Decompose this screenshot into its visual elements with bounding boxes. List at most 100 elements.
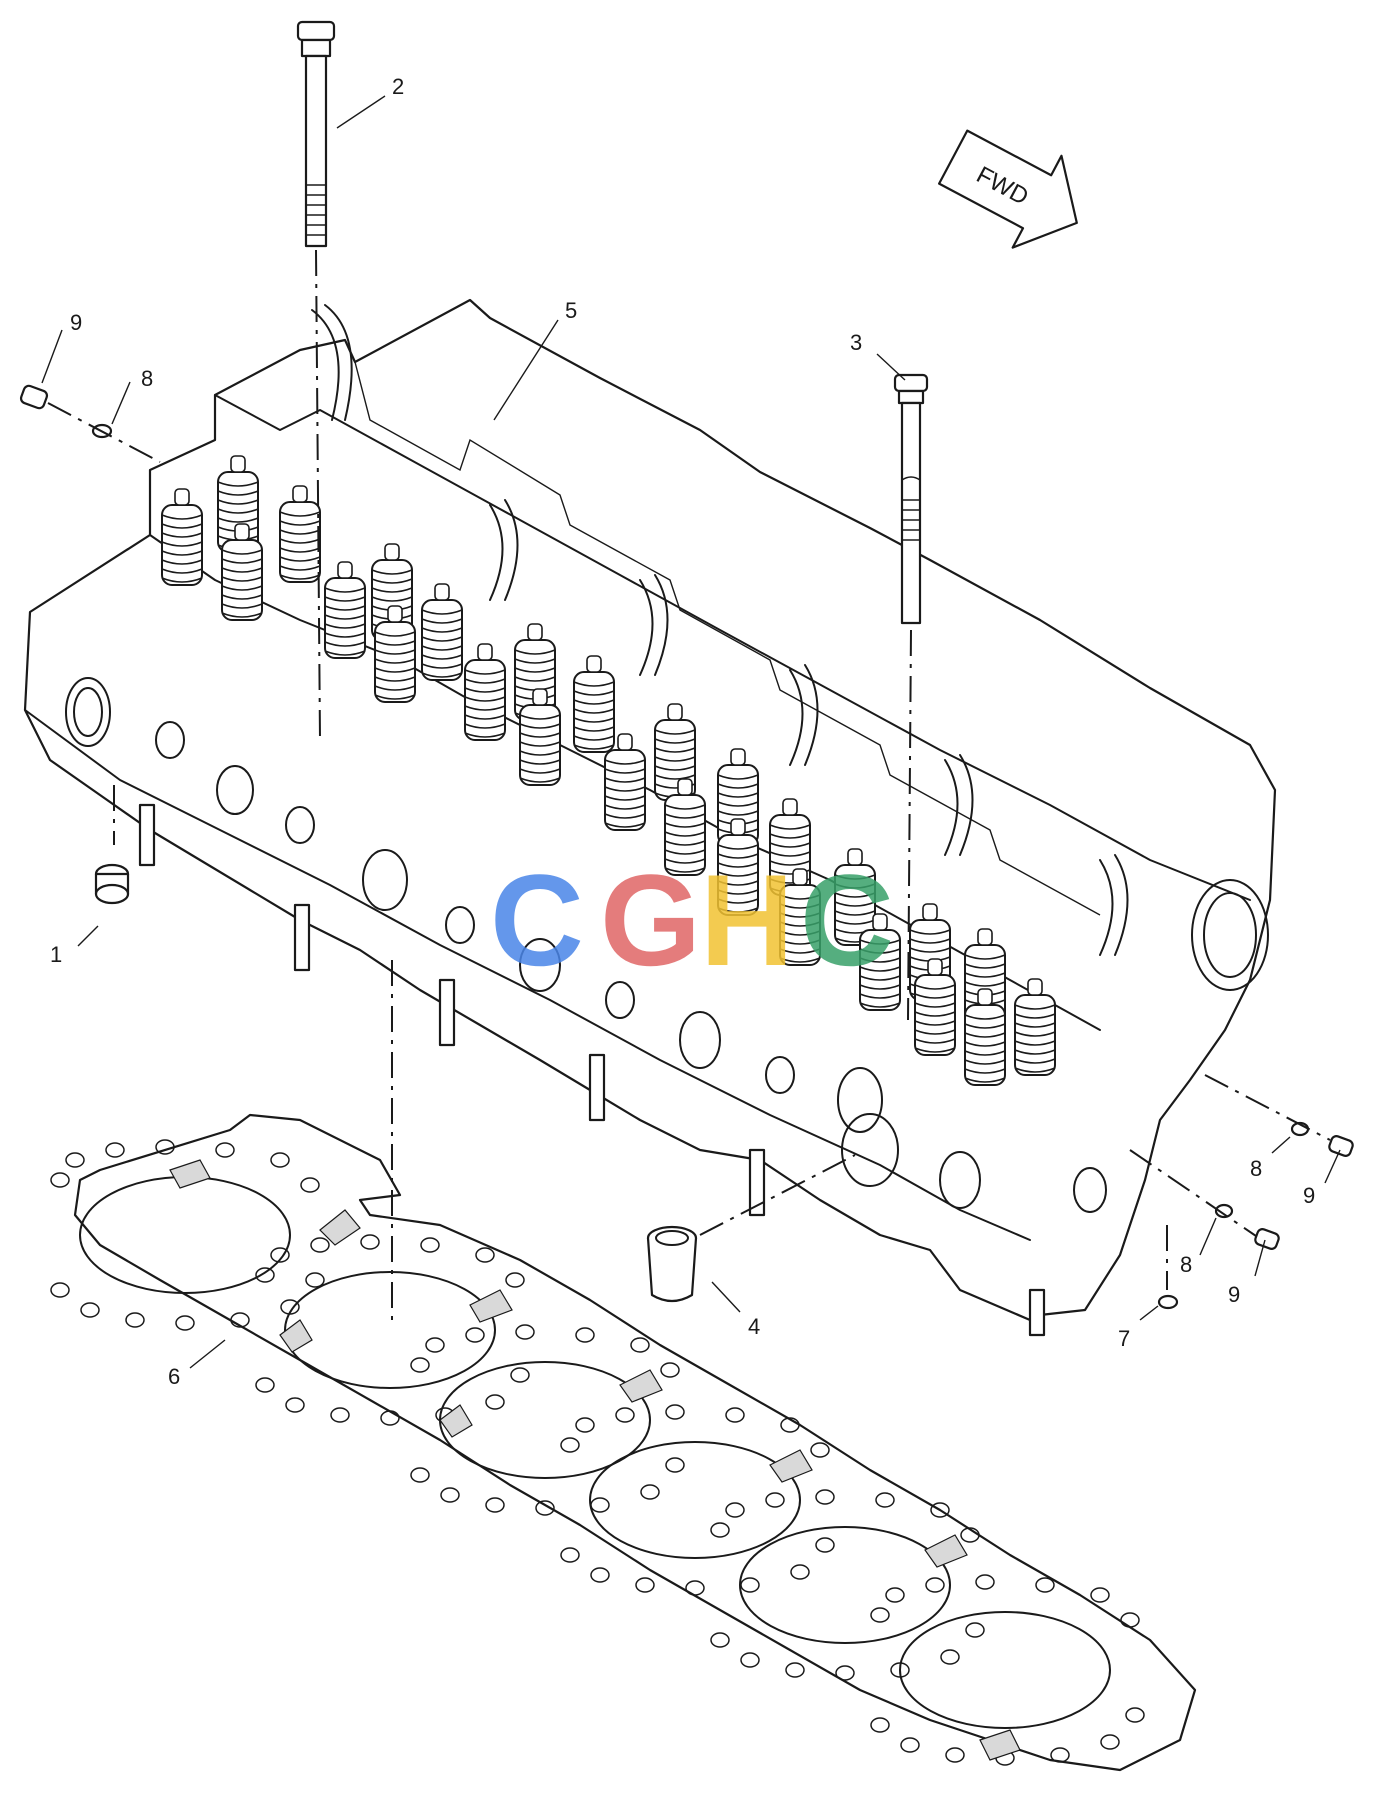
gasket-hole — [685, 1580, 705, 1596]
gasket-hole — [305, 1272, 325, 1288]
watermark-c2: C — [800, 847, 894, 993]
studs — [138, 803, 1046, 1337]
gasket-hole — [885, 1587, 905, 1603]
cylinder-head — [23, 298, 1277, 1337]
valve-spring — [914, 958, 956, 1056]
valve-spring — [421, 583, 463, 681]
gasket-hole — [475, 1247, 495, 1263]
gasket-hole — [660, 1362, 680, 1378]
gasket-hole — [925, 1577, 945, 1593]
valve-spring — [464, 643, 506, 741]
valve-spring — [573, 655, 615, 753]
gasket-hole — [125, 1312, 145, 1328]
gasket-hole — [50, 1172, 70, 1188]
gasket-hole — [230, 1312, 250, 1328]
gasket-hole — [725, 1407, 745, 1423]
gasket-hole — [975, 1574, 995, 1590]
gasket-hole — [1090, 1587, 1110, 1603]
gasket-hole — [765, 1492, 785, 1508]
gasket-hole — [575, 1327, 595, 1343]
gasket-hole — [50, 1282, 70, 1298]
valve-spring — [324, 561, 366, 659]
valve-spring — [221, 523, 263, 621]
gasket-hole — [815, 1489, 835, 1505]
callouts: 1 2 3 4 5 6 7 8 8 8 9 9 9 — [50, 74, 1315, 1389]
gasket-hole — [815, 1537, 835, 1553]
gasket-hole — [1050, 1747, 1070, 1763]
dowel-sleeve — [94, 785, 130, 905]
plugs-and-washers — [19, 384, 1354, 1310]
gasket-hole — [270, 1247, 290, 1263]
gasket-hole — [280, 1299, 300, 1315]
gasket-hole — [485, 1394, 505, 1410]
gasket-hole — [575, 1417, 595, 1433]
gasket-hole — [810, 1442, 830, 1458]
watermark-c1: C — [490, 847, 584, 993]
valve-spring — [161, 488, 203, 586]
gasket-stipple — [169, 1159, 1021, 1761]
forward-direction-arrow: FWD — [938, 129, 1078, 249]
gasket-hole — [710, 1522, 730, 1538]
gasket-hole — [510, 1367, 530, 1383]
gasket-hole — [665, 1457, 685, 1473]
gasket-hole — [965, 1622, 985, 1638]
gasket-hole — [665, 1404, 685, 1420]
gasket-hole — [380, 1410, 400, 1426]
gasket-hole — [740, 1577, 760, 1593]
gasket-hole — [155, 1139, 175, 1155]
gasket-hole — [65, 1152, 85, 1168]
gasket-hole — [960, 1527, 980, 1543]
gasket-hole — [930, 1502, 950, 1518]
gasket-hole — [420, 1237, 440, 1253]
gasket-hole — [870, 1717, 890, 1733]
gasket-bores — [79, 1176, 1111, 1729]
gasket-hole — [875, 1492, 895, 1508]
gasket-hole — [255, 1267, 275, 1283]
gasket-hole — [330, 1407, 350, 1423]
gasket-hole — [175, 1315, 195, 1331]
valve-spring — [859, 913, 901, 1011]
gasket-hole — [945, 1747, 965, 1763]
gasket-hole — [640, 1484, 660, 1500]
gasket-hole — [900, 1737, 920, 1753]
gasket-hole — [105, 1142, 125, 1158]
side-ports — [155, 721, 1107, 1213]
gasket-hole — [785, 1662, 805, 1678]
gasket-hole — [780, 1417, 800, 1433]
gasket-hole — [940, 1649, 960, 1665]
watermark-g: G — [600, 847, 701, 993]
gasket-hole — [465, 1327, 485, 1343]
gasket-hole — [590, 1497, 610, 1513]
valve-spring — [964, 988, 1006, 1086]
gasket-hole — [515, 1324, 535, 1340]
gasket-hole — [710, 1632, 730, 1648]
gasket-water-holes — [50, 1139, 1145, 1766]
callout-2: 2 — [392, 74, 404, 99]
gasket-hole — [410, 1357, 430, 1373]
valve-spring — [604, 733, 646, 831]
valve-spring — [834, 848, 876, 946]
callout-6: 6 — [168, 1364, 180, 1389]
gasket-hole — [310, 1237, 330, 1253]
leader-lines — [41, 95, 1341, 1369]
valve-spring — [279, 485, 321, 583]
gasket-hole — [440, 1487, 460, 1503]
gasket-hole — [590, 1567, 610, 1583]
gasket-hole — [890, 1662, 910, 1678]
callout-9-right-lower: 9 — [1228, 1282, 1240, 1307]
valve-spring — [519, 688, 561, 786]
callout-8-left: 8 — [141, 366, 153, 391]
gasket-hole — [535, 1500, 555, 1516]
gasket-hole — [215, 1142, 235, 1158]
callout-8-right-lower: 8 — [1180, 1252, 1192, 1277]
gasket-hole — [560, 1547, 580, 1563]
gasket-hole — [80, 1302, 100, 1318]
valve-spring — [1014, 978, 1056, 1076]
gasket-hole — [560, 1437, 580, 1453]
gasket-hole — [630, 1337, 650, 1353]
callout-7: 7 — [1118, 1326, 1130, 1351]
gasket-hole — [485, 1497, 505, 1513]
gasket-hole — [285, 1397, 305, 1413]
cam-bearings — [311, 304, 1129, 956]
